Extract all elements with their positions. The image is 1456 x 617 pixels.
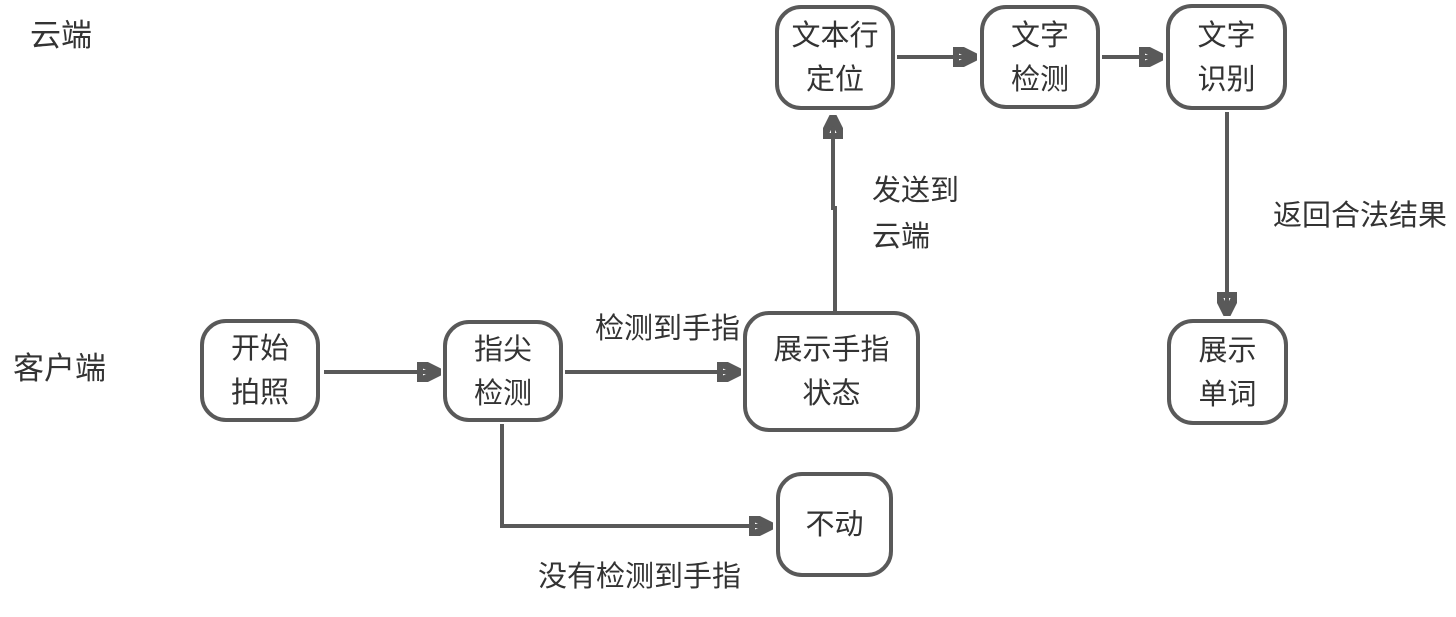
edge-label-line: 云端 <box>872 219 931 253</box>
node-show-word: 展示 单词 <box>1167 319 1288 425</box>
edge-label-send-to-cloud: 发送到 云端 <box>872 176 959 251</box>
edge-label-return-valid-result: 返回合法结果 <box>1273 198 1448 232</box>
edge-label-no-finger-detected: 没有检测到手指 <box>538 559 742 593</box>
node-label-line: 单词 <box>1198 376 1257 411</box>
node-finger-state: 展示手指 状态 <box>743 311 920 432</box>
node-label-line: 指尖 <box>473 331 532 366</box>
node-text-detect: 文字 检测 <box>980 5 1100 109</box>
node-fingertip-detect: 指尖 检测 <box>443 320 563 422</box>
lane-label-cloud: 云端 <box>30 18 92 54</box>
node-text-recognize: 文字 识别 <box>1166 4 1287 110</box>
node-label-line: 识别 <box>1197 61 1256 96</box>
lane-label-client: 客户端 <box>13 351 106 387</box>
node-label-line: 开始 <box>230 331 289 365</box>
edge-label-line: 发送到 <box>872 173 960 207</box>
node-start-photo: 开始 拍照 <box>200 319 320 422</box>
node-label-line: 展示手指 <box>773 332 890 366</box>
node-label-line: 状态 <box>802 376 861 410</box>
node-label-line: 定位 <box>805 62 864 96</box>
node-label-line: 展示 <box>1198 332 1257 367</box>
node-still: 不动 <box>776 472 893 577</box>
node-label-line: 不动 <box>805 507 864 541</box>
node-label-line: 文字 <box>1197 17 1256 52</box>
node-label-line: 检测 <box>1010 61 1069 96</box>
node-label-line: 拍照 <box>230 375 289 409</box>
node-textline-locate: 文本行 定位 <box>775 5 895 110</box>
node-label-line: 检测 <box>473 375 532 410</box>
edge-finger-state-to-textline <box>833 120 835 311</box>
edge-fingertip-to-still <box>500 424 768 526</box>
edge-label-finger-detected: 检测到手指 <box>595 311 741 345</box>
node-label-line: 文本行 <box>791 18 879 52</box>
node-label-line: 文字 <box>1010 17 1069 52</box>
